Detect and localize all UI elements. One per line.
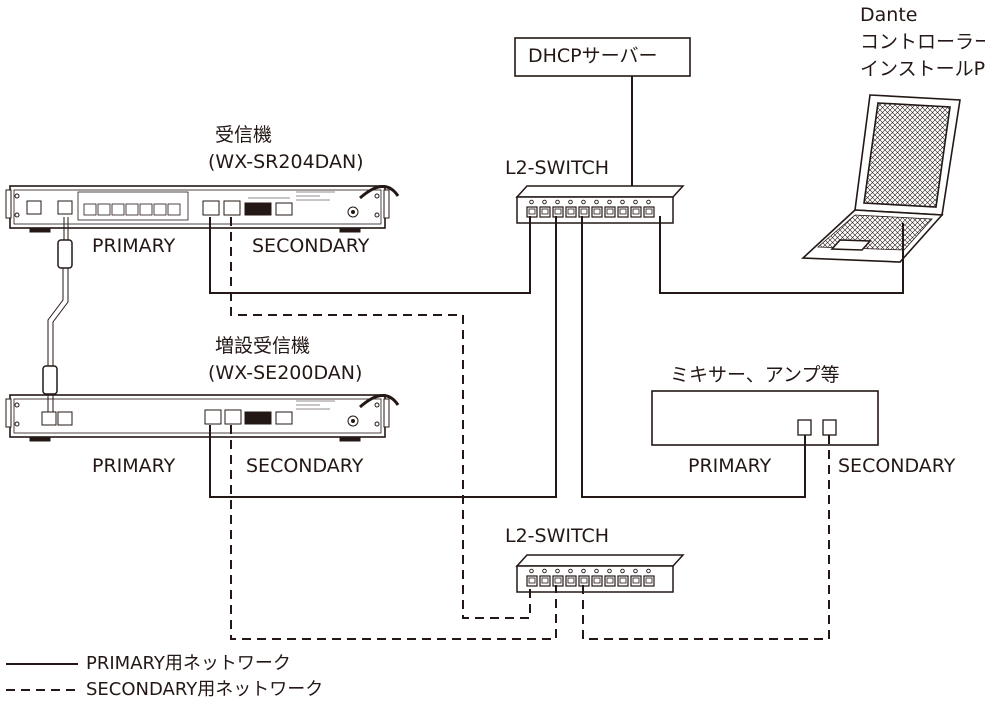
legend-primary-text: PRIMARY用ネットワーク bbox=[86, 653, 291, 674]
expansion-label-line1: 増設受信機 bbox=[215, 335, 311, 357]
mixer-primary-label: PRIMARY bbox=[688, 455, 772, 477]
switch-bottom-port-10 bbox=[643, 575, 655, 587]
receiver-label-line1: 受信機 bbox=[215, 124, 273, 146]
link-cable bbox=[42, 217, 73, 412]
switch-top-port-inner-4 bbox=[567, 208, 575, 215]
switch-bottom-port-inner-9 bbox=[632, 577, 640, 584]
switch-bottom-port-inner-5 bbox=[580, 577, 588, 584]
switch-top-port-5 bbox=[578, 206, 590, 218]
switch-top-led-9 bbox=[633, 199, 638, 205]
switch-bottom-led-10 bbox=[646, 568, 651, 574]
switch-top-port-inner-3 bbox=[554, 208, 562, 215]
switch-bottom-port-1 bbox=[526, 575, 538, 587]
switch-top-port-3 bbox=[552, 206, 564, 218]
pc-label-line2: コントローラー bbox=[860, 31, 985, 53]
l2-switch-bottom bbox=[515, 554, 685, 593]
switch-bottom-port-inner-1 bbox=[528, 577, 536, 584]
switch-top-led-8 bbox=[620, 199, 625, 205]
dhcp-server-label: DHCPサーバー bbox=[528, 45, 658, 67]
switch-bottom-port-9 bbox=[630, 575, 642, 587]
switch-bottom-label: L2-SWITCH bbox=[505, 525, 610, 547]
switch-bottom-led-3 bbox=[555, 568, 560, 574]
switch-bottom-port-inner-10 bbox=[645, 577, 653, 584]
switch-bottom-port-inner-2 bbox=[541, 577, 549, 584]
pc-label-line3: インストールPC bbox=[860, 58, 985, 80]
dhcp-server bbox=[514, 37, 691, 77]
expansion-label-line2: (WX-SE200DAN) bbox=[208, 362, 363, 384]
switch-bottom-port-inner-3 bbox=[554, 577, 562, 584]
switch-top-port-inner-9 bbox=[632, 208, 640, 215]
switch-bottom-port-2 bbox=[539, 575, 551, 587]
switch-bottom-led-8 bbox=[620, 568, 625, 574]
receiver-secondary-label: SECONDARY bbox=[252, 235, 370, 257]
switch-bottom-port-6 bbox=[591, 575, 603, 587]
switch-top-port-inner-1 bbox=[528, 208, 536, 215]
switch-top-led-4 bbox=[568, 199, 573, 205]
switch-top-port-7 bbox=[604, 206, 616, 218]
receiver-label-line2: (WX-SR204DAN) bbox=[208, 151, 364, 173]
switch-top-port-inner-8 bbox=[619, 208, 627, 215]
mixer-secondary-label: SECONDARY bbox=[838, 455, 956, 477]
receiver-device bbox=[5, 185, 400, 233]
switch-bottom-led-7 bbox=[607, 568, 612, 574]
switch-top-led-1 bbox=[529, 199, 534, 205]
expansion-secondary-label: SECONDARY bbox=[246, 455, 364, 477]
switch-bottom-led-6 bbox=[594, 568, 599, 574]
expansion-receiver-device bbox=[5, 394, 400, 442]
switch-top-port-8 bbox=[617, 206, 629, 218]
switch-top-port-4 bbox=[565, 206, 577, 218]
switch-bottom-port-inner-8 bbox=[619, 577, 627, 584]
switch-bottom-port-4 bbox=[565, 575, 577, 587]
switch-top-port-1 bbox=[526, 206, 538, 218]
legend-secondary-text: SECONDARY用ネットワーク bbox=[86, 679, 324, 700]
switch-top-port-inner-10 bbox=[645, 208, 653, 215]
switch-top-port-2 bbox=[539, 206, 551, 218]
switch-top-label: L2-SWITCH bbox=[505, 157, 610, 179]
l2-switch-top bbox=[515, 185, 685, 224]
switch-top-port-10 bbox=[643, 206, 655, 218]
switch-bottom-led-9 bbox=[633, 568, 638, 574]
switch-bottom-port-inner-4 bbox=[567, 577, 575, 584]
switch-bottom-led-1 bbox=[529, 568, 534, 574]
switch-bottom-led-2 bbox=[542, 568, 547, 574]
primary-network-lines bbox=[209, 76, 904, 498]
receiver-primary-label: PRIMARY bbox=[92, 235, 176, 257]
switch-top-led-6 bbox=[594, 199, 599, 205]
switch-bottom-led-5 bbox=[581, 568, 586, 574]
switch-bottom-port-5 bbox=[578, 575, 590, 587]
switch-top-port-9 bbox=[630, 206, 642, 218]
pc-label-line1: Dante bbox=[860, 4, 918, 26]
switch-bottom-port-inner-6 bbox=[593, 577, 601, 584]
switch-bottom-port-inner-7 bbox=[606, 577, 614, 584]
secondary-network-lines bbox=[230, 217, 830, 640]
switch-top-port-inner-6 bbox=[593, 208, 601, 215]
expansion-primary-label: PRIMARY bbox=[92, 455, 176, 477]
switch-bottom-led-4 bbox=[568, 568, 573, 574]
switch-top-port-inner-7 bbox=[606, 208, 614, 215]
switch-top-led-7 bbox=[607, 199, 612, 205]
switch-bottom-port-3 bbox=[552, 575, 564, 587]
mixer-label: ミキサー、アンプ等 bbox=[670, 364, 840, 386]
switch-bottom-port-8 bbox=[617, 575, 629, 587]
switch-top-led-2 bbox=[542, 199, 547, 205]
laptop-icon bbox=[801, 94, 961, 263]
switch-top-led-10 bbox=[646, 199, 651, 205]
switch-top-led-5 bbox=[581, 199, 586, 205]
switch-top-port-inner-5 bbox=[580, 208, 588, 215]
switch-bottom-port-7 bbox=[604, 575, 616, 587]
switch-top-led-3 bbox=[555, 199, 560, 205]
mixer-amp-device bbox=[651, 390, 879, 446]
switch-top-port-6 bbox=[591, 206, 603, 218]
switch-top-port-inner-2 bbox=[541, 208, 549, 215]
legend bbox=[6, 663, 78, 691]
